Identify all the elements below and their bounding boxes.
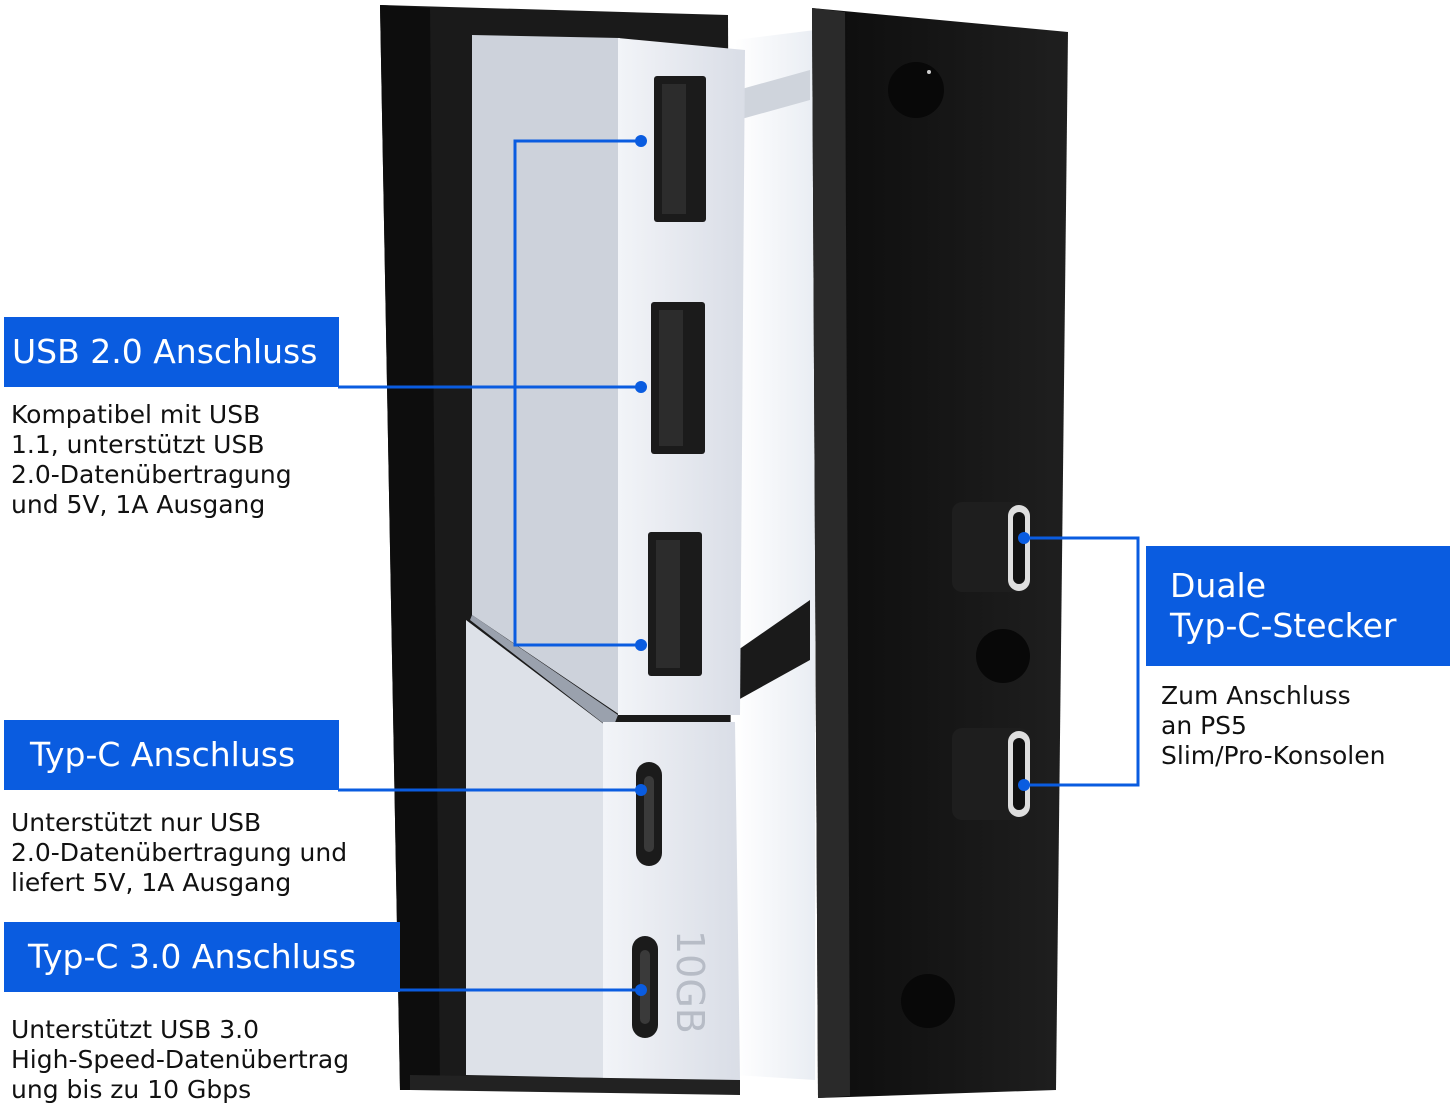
usb20-description: Kompatibel mit USB 1.1, unterstützt USB … bbox=[11, 400, 292, 519]
speed-engraving: 10GB bbox=[668, 930, 712, 1034]
dual-title-box: Duale Typ-C-Stecker bbox=[1146, 546, 1450, 666]
white-side-panel bbox=[735, 30, 815, 1080]
type-c-plug-lower bbox=[952, 728, 1030, 820]
typec30-description: Unterstützt USB 3.0 High-Speed-Datenüber… bbox=[11, 1015, 350, 1104]
usb-c-port bbox=[636, 762, 662, 866]
typec-title-box: Typ-C Anschluss bbox=[4, 720, 339, 790]
typec-description: Unterstützt nur USB 2.0-Datenübertragung… bbox=[11, 808, 348, 897]
usb-a-port-2 bbox=[651, 302, 705, 454]
usb-a-port-1 bbox=[654, 76, 706, 222]
usb-a-port-3 bbox=[648, 532, 702, 676]
typec30-title-box: Typ-C 3.0 Anschluss bbox=[4, 922, 400, 992]
callout-dots bbox=[635, 135, 1030, 996]
usb20-title: USB 2.0 Anschluss bbox=[12, 332, 318, 371]
type-c-plug-upper bbox=[952, 502, 1030, 592]
usb20-title-box: USB 2.0 Anschluss bbox=[4, 317, 339, 387]
right-black-plate bbox=[812, 8, 1068, 1098]
callout-lines bbox=[338, 139, 1140, 992]
dual-description: Zum Anschluss an PS5 Slim/Pro-Konsolen bbox=[1161, 681, 1386, 770]
typec-title: Typ-C Anschluss bbox=[30, 735, 296, 774]
typec30-title: Typ-C 3.0 Anschluss bbox=[28, 937, 357, 976]
